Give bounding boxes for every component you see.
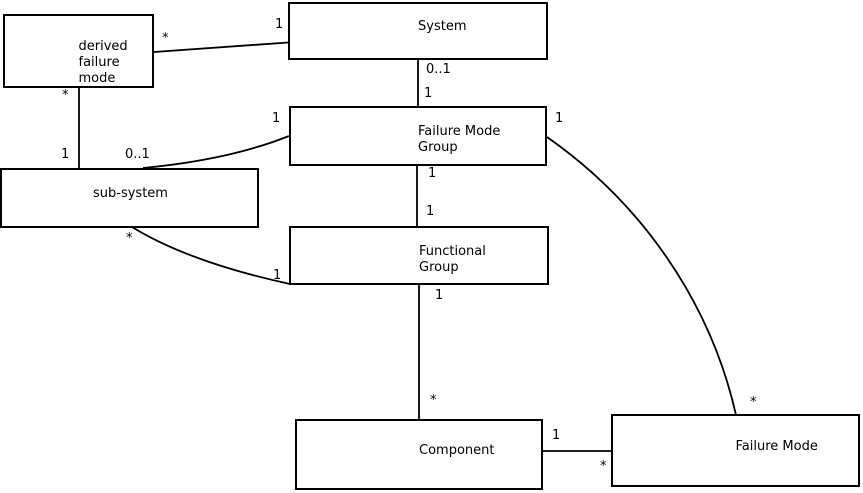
node-failure-mode: Failure Mode [611,414,860,487]
multiplicity-comp-to-fm-dst: * [600,459,607,474]
multiplicity-sub-to-fg-dst: 1 [273,268,282,283]
multiplicity-derived-to-sub-src: * [62,88,69,103]
multiplicity-fmg-to-sub-dst: 0..1 [125,147,150,162]
multiplicity-comp-to-fm-src: 1 [552,428,561,443]
multiplicity-fmg-to-fm-src: 1 [555,111,564,126]
multiplicity-fmg-to-sub-src: 1 [272,111,281,126]
node-component: Component [295,419,543,490]
node-system-label: System [418,19,467,34]
edge-sub-system-to-functional-group [131,226,291,285]
node-system: System [288,2,548,60]
edge-derived-failure-mode-to-system [153,41,289,53]
multiplicity-fmg-to-fg-src: 1 [428,166,437,181]
node-failure-mode-group-label: Failure Mode Group [418,124,501,155]
node-sub-system: sub-system [0,168,259,228]
multiplicity-derived-to-system-src: * [162,31,169,46]
multiplicity-system-to-fmg-dst: 1 [424,86,433,101]
edge-failure-mode-group-to-failure-mode [546,136,737,416]
multiplicity-fg-to-comp-src: 1 [435,288,444,303]
multiplicity-fmg-to-fg-dst: 1 [426,204,435,219]
node-derived-failure-mode-label: derived failure mode [78,39,128,86]
node-component-label: Component [419,442,495,458]
node-failure-mode-label: Failure Mode [735,438,818,454]
multiplicity-fmg-to-fm-dst: * [750,395,757,410]
multiplicity-derived-to-sub-dst: 1 [61,147,70,162]
multiplicity-system-to-fmg-src: 0..1 [426,62,451,77]
node-sub-system-label: sub-system [93,186,168,201]
multiplicity-sub-to-fg-src: * [126,231,133,246]
node-functional-group: Functional Group [289,226,549,285]
node-derived-failure-mode: derived failure mode [3,14,154,88]
multiplicity-derived-to-system-dst: 1 [275,17,284,32]
node-functional-group-label: Functional Group [419,243,486,275]
multiplicity-fg-to-comp-dst: * [430,393,437,408]
edge-failure-mode-group-to-sub-system [142,135,290,169]
node-failure-mode-group: Failure Mode Group [289,106,547,166]
